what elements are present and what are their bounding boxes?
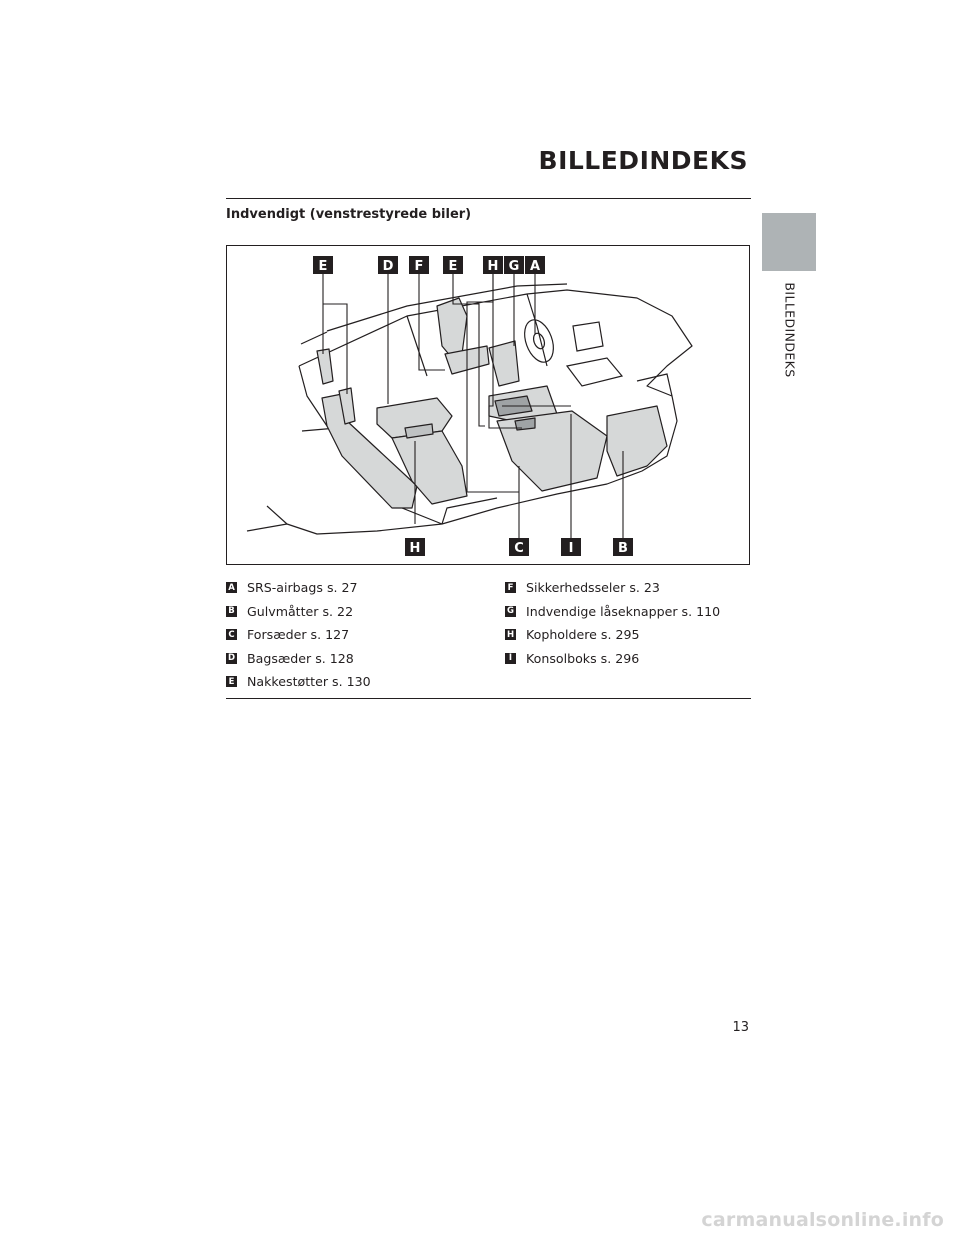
legend-letter-badge: D xyxy=(226,652,237,664)
legend-right: F Sikkerhedsseler s. 23 G Indvendige lås… xyxy=(505,576,720,670)
car-body-outline xyxy=(246,283,693,535)
legend-item: I Konsolboks s. 296 xyxy=(505,647,720,671)
legend-text: SRS-airbags s. 27 xyxy=(247,580,358,596)
leader-lines xyxy=(322,272,624,538)
callout-box-bottom-4 xyxy=(613,538,633,556)
legend-letter-badge: F xyxy=(505,582,516,594)
callout-label-bottom-2: C xyxy=(514,541,524,556)
legend-text: Kopholdere s. 295 xyxy=(526,627,640,643)
callout-box-top-2 xyxy=(378,256,398,274)
front-seats xyxy=(436,297,668,492)
callout-box-bottom-2 xyxy=(509,538,529,556)
legend-text: Bagsæder s. 128 xyxy=(247,650,354,666)
callout-box-top-1 xyxy=(313,256,333,274)
callout-box-top-5 xyxy=(483,256,503,274)
legend-item: B Gulvmåtter s. 22 xyxy=(226,600,371,624)
callout-label-top-6: G xyxy=(509,259,520,274)
legend-text: Gulvmåtter s. 22 xyxy=(247,603,354,619)
legend-left: A SRS-airbags s. 27 B Gulvmåtter s. 22 C… xyxy=(226,576,371,694)
legend-item: A SRS-airbags s. 27 xyxy=(226,576,371,600)
legend-item: C Forsæder s. 127 xyxy=(226,623,371,647)
section-heading: Indvendigt (venstrestyrede biler) xyxy=(226,207,472,222)
legend-text: Sikkerhedsseler s. 23 xyxy=(526,580,660,596)
callout-box-top-3 xyxy=(409,256,429,274)
callouts-top: E D F E H G A xyxy=(313,256,545,274)
callout-label-bottom-1: H xyxy=(410,541,421,556)
legend-letter-badge: A xyxy=(226,582,237,594)
legend-text: Indvendige låseknapper s. 110 xyxy=(526,603,721,619)
callout-box-top-4 xyxy=(443,256,463,274)
callout-box-bottom-3 xyxy=(561,538,581,556)
legend-text: Nakkestøtter s. 130 xyxy=(247,674,371,690)
legend-item: D Bagsæder s. 128 xyxy=(226,647,371,671)
legend-text: Konsolboks s. 296 xyxy=(526,650,640,666)
callout-label-top-1: E xyxy=(319,259,328,274)
legend-item: G Indvendige låseknapper s. 110 xyxy=(505,600,720,624)
callout-label-top-3: F xyxy=(415,259,424,274)
car-interior-illustration: E D F E H G A H C I B xyxy=(246,256,693,556)
callout-box-bottom-1 xyxy=(405,538,425,556)
watermark-link[interactable]: carmanualsonline.info xyxy=(701,1209,944,1231)
chapter-tab xyxy=(762,213,816,271)
legend-letter-badge: G xyxy=(505,605,516,617)
callout-label-top-4: E xyxy=(449,259,458,274)
legend-letter-badge: E xyxy=(226,676,237,688)
callout-box-top-7 xyxy=(525,256,545,274)
callout-label-top-7: A xyxy=(530,259,540,274)
legend-letter-badge: C xyxy=(226,629,237,641)
bottom-divider xyxy=(226,698,751,699)
rear-seats xyxy=(316,348,468,509)
callout-label-top-2: D xyxy=(383,259,394,274)
page-number: 13 xyxy=(732,1020,749,1035)
legend-letter-badge: I xyxy=(505,652,516,664)
callouts-bottom: H C I B xyxy=(405,538,633,556)
callout-label-bottom-3: I xyxy=(569,541,574,556)
interior-figure: E D F E H G A H C I B xyxy=(226,245,750,565)
legend-text: Forsæder s. 127 xyxy=(247,627,350,643)
legend-letter-badge: B xyxy=(226,605,237,617)
chapter-tab-label: BILLEDINDEKS xyxy=(782,282,798,378)
legend-item: H Kopholdere s. 295 xyxy=(505,623,720,647)
legend-letter-badge: H xyxy=(505,629,516,641)
steering-and-dashboard xyxy=(524,319,673,397)
legend-item: F Sikkerhedsseler s. 23 xyxy=(505,576,720,600)
top-divider xyxy=(226,198,751,199)
callout-label-bottom-4: B xyxy=(618,541,628,556)
page-title: BILLEDINDEKS xyxy=(538,146,748,175)
callout-label-top-5: H xyxy=(488,259,499,274)
callout-box-top-6 xyxy=(504,256,524,274)
legend-item: E Nakkestøtter s. 130 xyxy=(226,670,371,694)
